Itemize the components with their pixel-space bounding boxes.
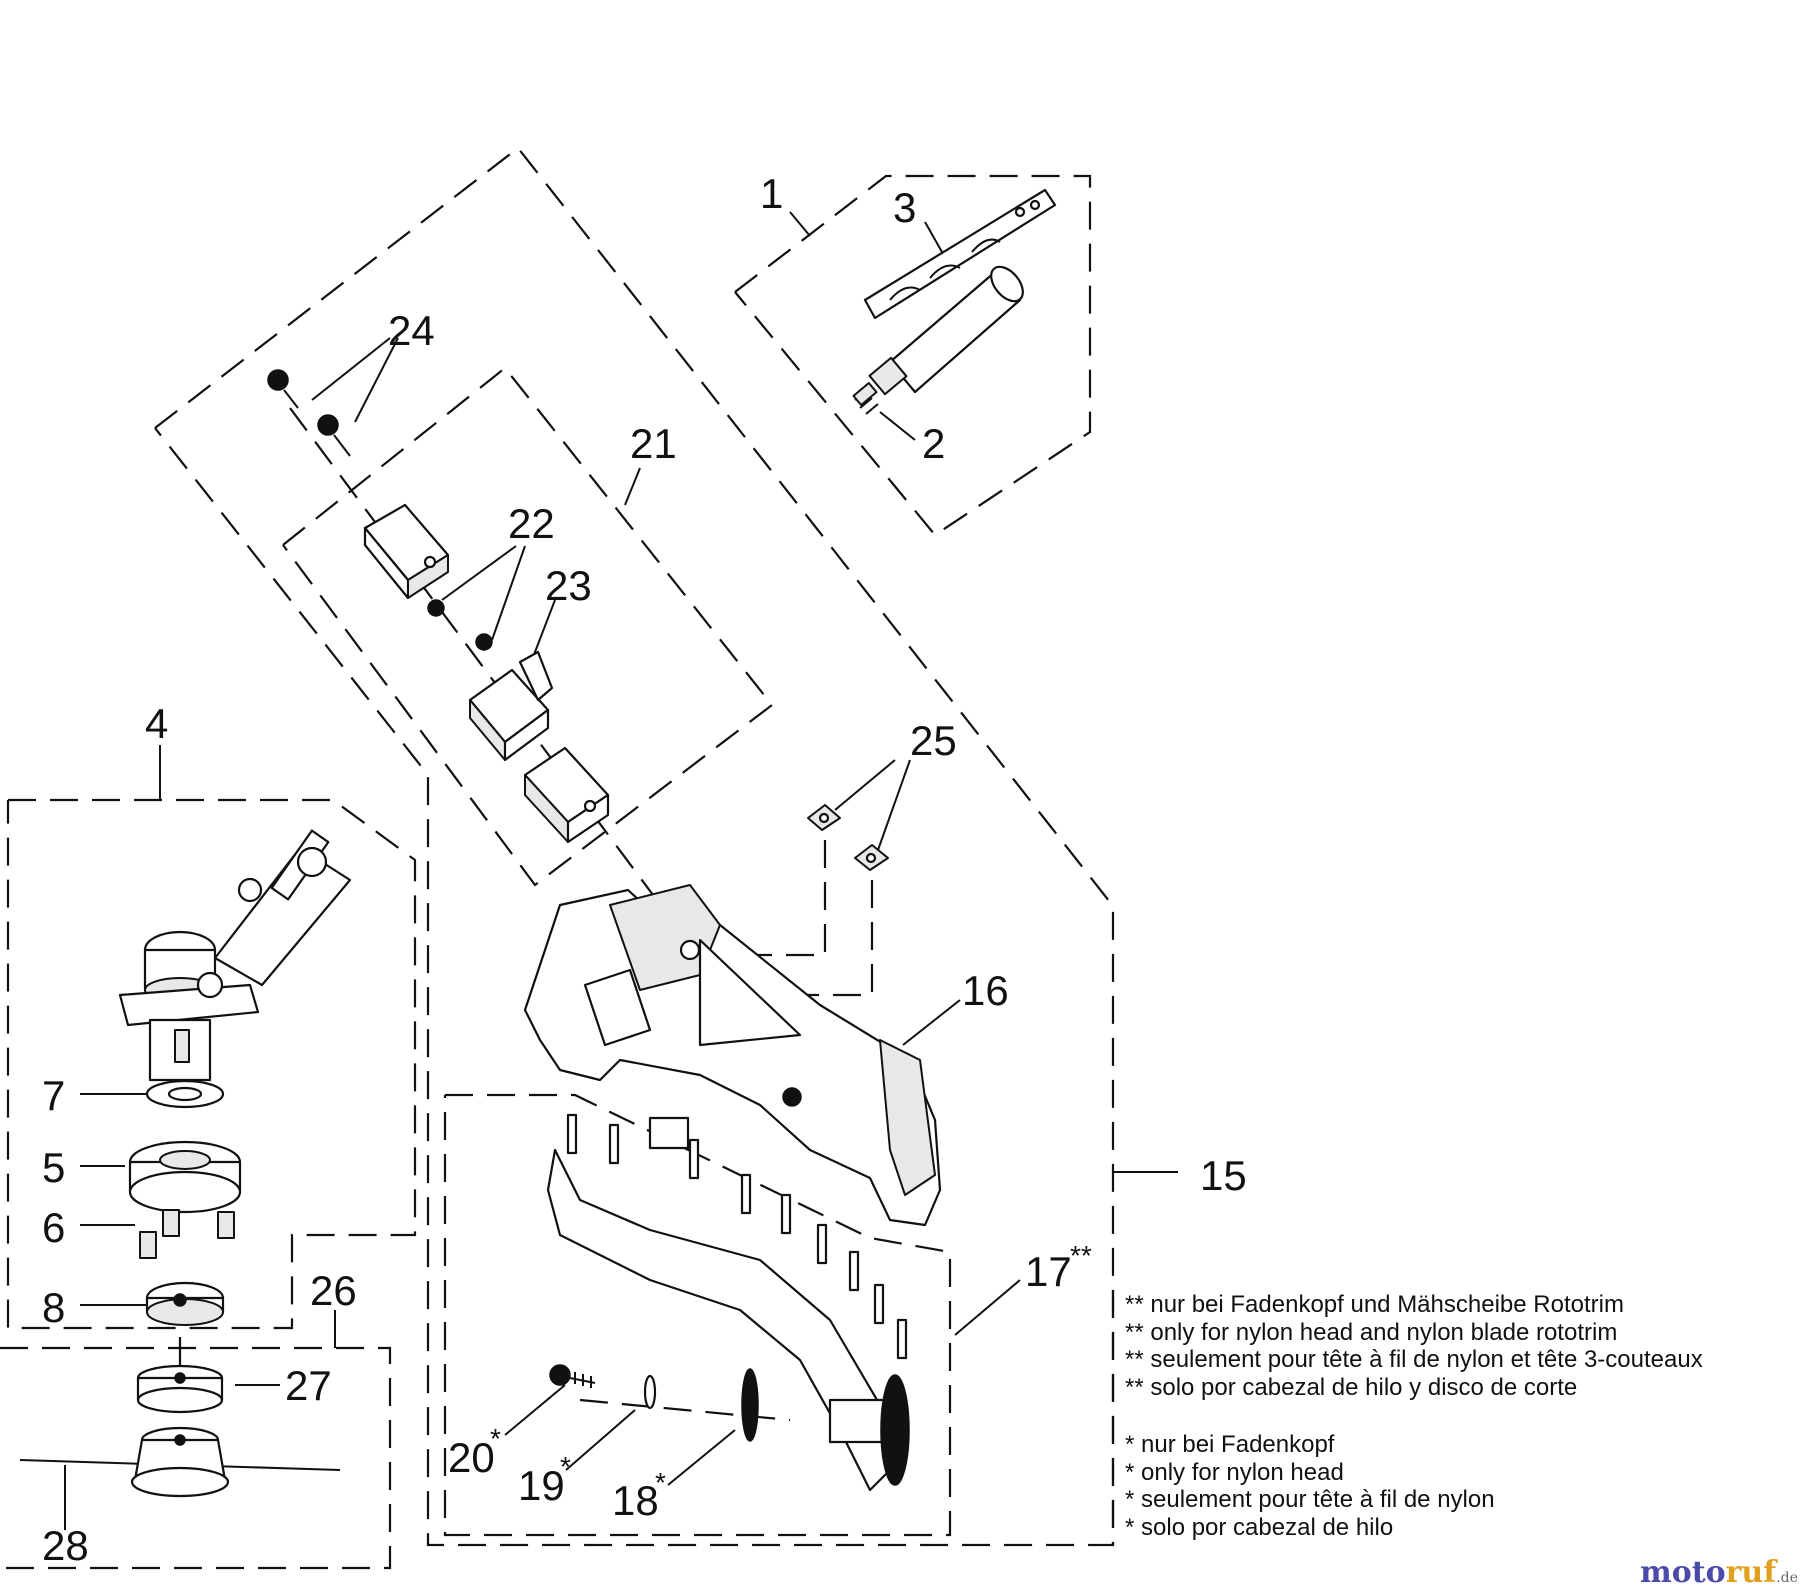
- callout-23: 23: [545, 562, 592, 609]
- marker-19: *: [560, 1451, 571, 1482]
- callout-8: 8: [42, 1284, 65, 1331]
- clamp-23: [468, 650, 554, 762]
- screws-24: [267, 369, 351, 457]
- note-double-es: ** solo por cabezal de hilo y disco de c…: [1125, 1374, 1577, 1401]
- group-26-boundary: [0, 1346, 392, 1570]
- screws-6: [139, 1209, 235, 1259]
- clamp-22: [363, 503, 493, 651]
- callout-15: 15: [1200, 1152, 1247, 1199]
- nut-8: [145, 1281, 225, 1326]
- guard-16: [523, 884, 942, 1227]
- callout-18: 18: [612, 1477, 659, 1524]
- leader-lines: [64, 211, 1178, 1530]
- washer-18: [741, 1368, 759, 1442]
- callout-19: 19: [518, 1462, 565, 1509]
- group-21-boundary: [282, 366, 774, 887]
- svg-text:motoruf.de: motoruf.de: [1640, 1555, 1798, 1590]
- group-15-boundary: [154, 146, 1115, 1547]
- watermark-suffix: .de: [1776, 1570, 1798, 1586]
- washer-19: [643, 1374, 657, 1410]
- callout-4: 4: [145, 700, 168, 747]
- callout-6: 6: [42, 1204, 65, 1251]
- callout-25: 25: [910, 717, 957, 764]
- marker-20: *: [490, 1423, 501, 1454]
- gearbox-4: [118, 829, 352, 1082]
- washer-7: [145, 1079, 225, 1109]
- marker-18: *: [655, 1467, 666, 1498]
- watermark: motoruf.de: [1640, 1555, 1798, 1590]
- note-single-es: * solo por cabezal de hilo: [1125, 1514, 1393, 1541]
- callout-7: 7: [42, 1072, 65, 1119]
- watermark-part-a: moto: [1640, 1555, 1726, 1590]
- callout-5: 5: [42, 1144, 65, 1191]
- nuts-25: [807, 804, 889, 871]
- note-double-de: ** nur bei Fadenkopf und Mähscheibe Roto…: [1125, 1291, 1624, 1318]
- note-double-en: ** only for nylon head and nylon blade r…: [1125, 1319, 1617, 1346]
- callout-24: 24: [388, 307, 435, 354]
- note-single-de: * nur bei Fadenkopf: [1125, 1431, 1335, 1458]
- note-single-fr: * seulement pour tête à fil de nylon: [1125, 1486, 1495, 1513]
- watermark-part-b: ruf: [1726, 1555, 1779, 1590]
- grip-tube-1: [852, 265, 1024, 415]
- spool-27: [136, 1364, 224, 1414]
- note-single-en: * only for nylon head: [1125, 1459, 1344, 1486]
- group-1-boundary: [734, 174, 1092, 537]
- note-double-fr: ** seulement pour tête à fil de nylon et…: [1125, 1346, 1703, 1373]
- notes-block: ** nur bei Fadenkopf und Mähscheibe Roto…: [1111, 1290, 1703, 1545]
- callout-20: 20: [448, 1434, 495, 1481]
- guard-17: [546, 1113, 910, 1492]
- callout-labels: 1 3 2 24 21 22 23 25 16 15 17 ** 4 7 5 6…: [42, 170, 1247, 1569]
- pin-parts: [549, 1364, 759, 1442]
- flange-5: [128, 1140, 242, 1214]
- group-4-boundary: [6, 798, 417, 1330]
- callout-17: 17: [1025, 1248, 1072, 1295]
- callout-16: 16: [962, 967, 1009, 1014]
- callout-21: 21: [630, 420, 677, 467]
- group-17-boundary: [443, 1093, 952, 1537]
- screw-20: [549, 1364, 596, 1388]
- callout-2: 2: [922, 420, 945, 467]
- callout-26: 26: [310, 1267, 357, 1314]
- trimmer-head-28: [19, 1426, 341, 1498]
- clamp-lower: [523, 746, 610, 844]
- guard-teeth: [566, 1113, 908, 1360]
- marker-17: **: [1070, 1240, 1092, 1271]
- callout-28: 28: [42, 1522, 89, 1569]
- callout-1: 1: [760, 170, 783, 217]
- callout-3: 3: [893, 184, 916, 231]
- callout-22: 22: [508, 500, 555, 547]
- callout-27: 27: [285, 1362, 332, 1409]
- shaft-label-3: [863, 188, 1057, 320]
